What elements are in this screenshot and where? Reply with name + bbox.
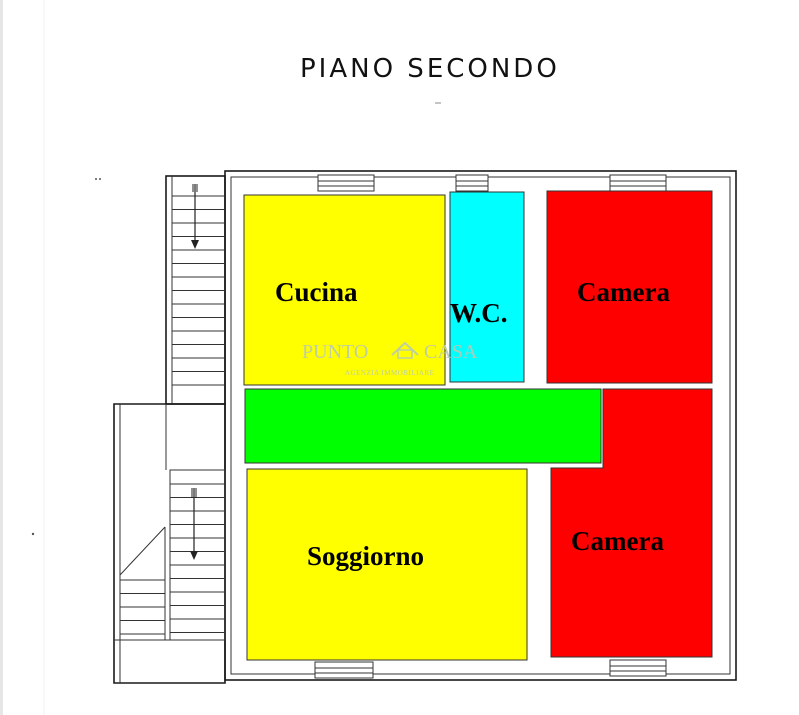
soggiorno-outline: [246, 468, 528, 661]
window-top-camera: [609, 174, 667, 192]
watermark-left-text: PUNTO: [302, 341, 368, 363]
room-wc: [450, 192, 524, 382]
house-icon: [391, 341, 419, 359]
window-top-wc: [455, 174, 489, 192]
camera-bottom-outline: [550, 388, 713, 658]
scan-mark: [99, 178, 101, 180]
watermark-right-text: CASA: [424, 341, 478, 363]
page-edge: [0, 0, 3, 715]
label-soggiorno: Soggiorno: [307, 541, 424, 571]
corridor-outline: [244, 388, 602, 464]
window-bottom-camera: [609, 659, 667, 677]
watermark: PUNTO CASA AGENZIA IMMOBILIARE: [302, 341, 478, 377]
label-wc: W.C.: [450, 298, 508, 328]
window-top-cucina: [317, 174, 375, 192]
staircase: [113, 175, 226, 684]
room-camera-top: [547, 191, 712, 383]
watermark-subtitle: AGENZIA IMMOBILIARE: [345, 369, 434, 377]
label-camera-bottom: Camera: [571, 526, 664, 556]
down-arrow-icon: [190, 488, 198, 560]
wc-outline: [449, 191, 525, 383]
room-corridor: [245, 389, 601, 463]
plan-title: PIANO SECONDO: [300, 54, 560, 84]
scan-mark: [95, 178, 97, 180]
room-soggiorno: [247, 469, 527, 660]
label-camera-top: Camera: [577, 277, 670, 307]
cucina-outline: [243, 194, 446, 386]
down-arrow-icon: [191, 184, 199, 249]
room-camera-bottom: [551, 389, 712, 657]
label-cucina: Cucina: [275, 277, 358, 307]
window-bottom-soggiorno: [314, 661, 374, 679]
scan-mark: [31, 532, 35, 536]
